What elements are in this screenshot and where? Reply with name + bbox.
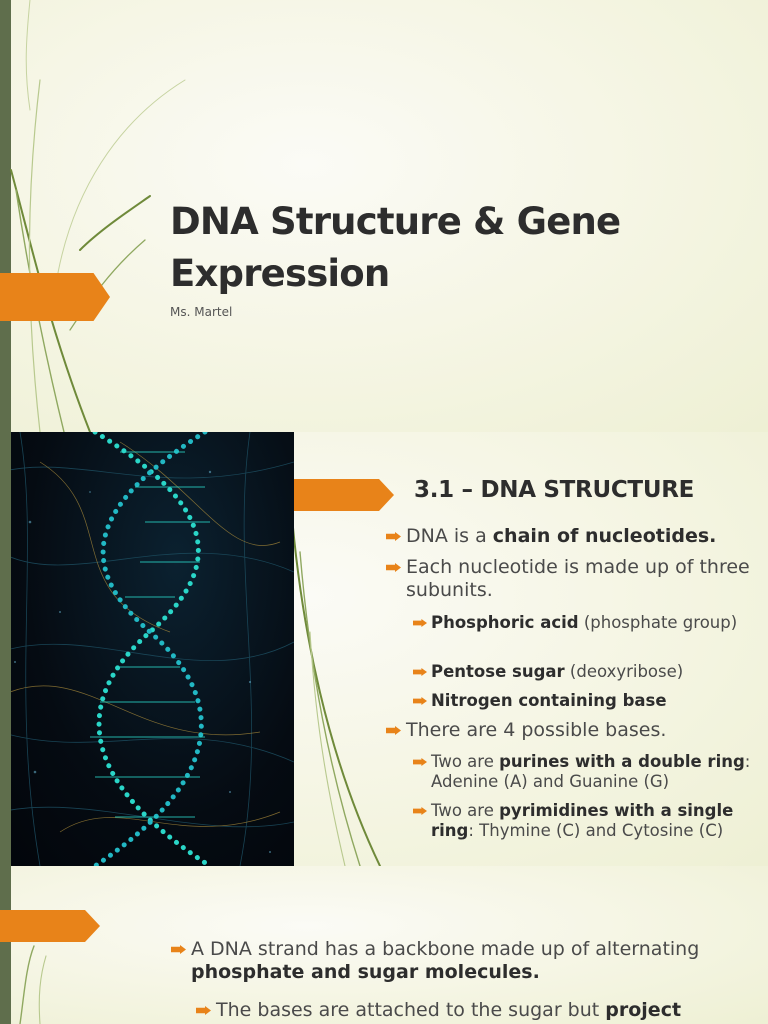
bullet-bold-text: chain of nucleotides. xyxy=(492,525,717,547)
slide-title: DNA Structure & Gene Expression xyxy=(170,200,621,295)
bullet-bold-text: phosphate and sugar molecules. xyxy=(191,961,540,983)
bullet-text: : Thymine (C) and Cytosine (C) xyxy=(468,821,724,840)
orange-arrow-tab xyxy=(294,479,394,511)
sub-bullet-pentose-sugar: Pentose sugar (deoxyribose) xyxy=(431,662,751,682)
bullet-nucleotide-subunits: Each nucleotide is made up of three subu… xyxy=(406,556,756,602)
bullet-text: There are 4 possible bases. xyxy=(406,719,667,741)
bullet-text: (deoxyribose) xyxy=(564,662,684,681)
bullet-bold-text: project xyxy=(605,999,682,1021)
dna-helix-icon xyxy=(0,432,294,866)
orange-arrow-tab xyxy=(0,910,100,942)
bullet-text: Each nucleotide is made up of three subu… xyxy=(406,556,750,601)
bullet-text: (phosphate group) xyxy=(578,613,738,632)
title-slide: DNA Structure & Gene Expression Ms. Mart… xyxy=(0,0,768,432)
sub-bullet-phosphoric-acid: Phosphoric acid (phosphate group) xyxy=(431,613,751,633)
sub-bullet-bases-attached: The bases are attached to the sugar but … xyxy=(216,999,736,1022)
bullet-text: Two are xyxy=(431,801,500,820)
dna-helix-image xyxy=(0,432,294,866)
bullet-dna-backbone: A DNA strand has a backbone made up of a… xyxy=(191,938,711,984)
section-heading: 3.1 – DNA STRUCTURE xyxy=(414,477,695,503)
bullet-bold-text: Phosphoric acid xyxy=(431,613,579,632)
sub-bullet-pyrimidines: Two are pyrimidines with a single ring: … xyxy=(431,801,761,841)
bullet-four-bases: There are 4 possible bases. xyxy=(406,719,756,742)
bullet-bold-text: Nitrogen containing base xyxy=(431,691,667,710)
bullet-text: : Adenine (A) and Guanine (G) xyxy=(431,752,751,791)
bullet-bold-text: purines with a double ring xyxy=(499,752,745,771)
slide-subtitle: Ms. Martel xyxy=(170,305,233,319)
bullet-bold-text: Pentose sugar xyxy=(431,662,565,681)
bullet-text: A DNA strand has a backbone made up of a… xyxy=(191,938,700,960)
sidebar-stripe xyxy=(0,0,11,432)
bullet-chain-of-nucleotides: DNA is a chain of nucleotides. xyxy=(406,525,756,548)
sidebar-stripe xyxy=(0,432,11,866)
content-slide-dna-structure: 3.1 – DNA STRUCTURE DNA is a chain of nu… xyxy=(0,432,768,866)
bullet-bold-text: pyrimidines with a single ring xyxy=(431,801,734,840)
content-slide-dna-backbone: A DNA strand has a backbone made up of a… xyxy=(0,866,768,1024)
sub-bullet-nitrogen-base: Nitrogen containing base xyxy=(431,691,751,711)
bullet-text: The bases are attached to the sugar but xyxy=(216,999,606,1021)
bullet-text: DNA is a xyxy=(406,525,493,547)
bullet-text: Two are xyxy=(431,752,500,771)
sub-bullet-purines: Two are purines with a double ring: Aden… xyxy=(431,752,761,792)
orange-arrow-tab xyxy=(0,273,110,321)
sidebar-stripe xyxy=(0,866,11,1024)
